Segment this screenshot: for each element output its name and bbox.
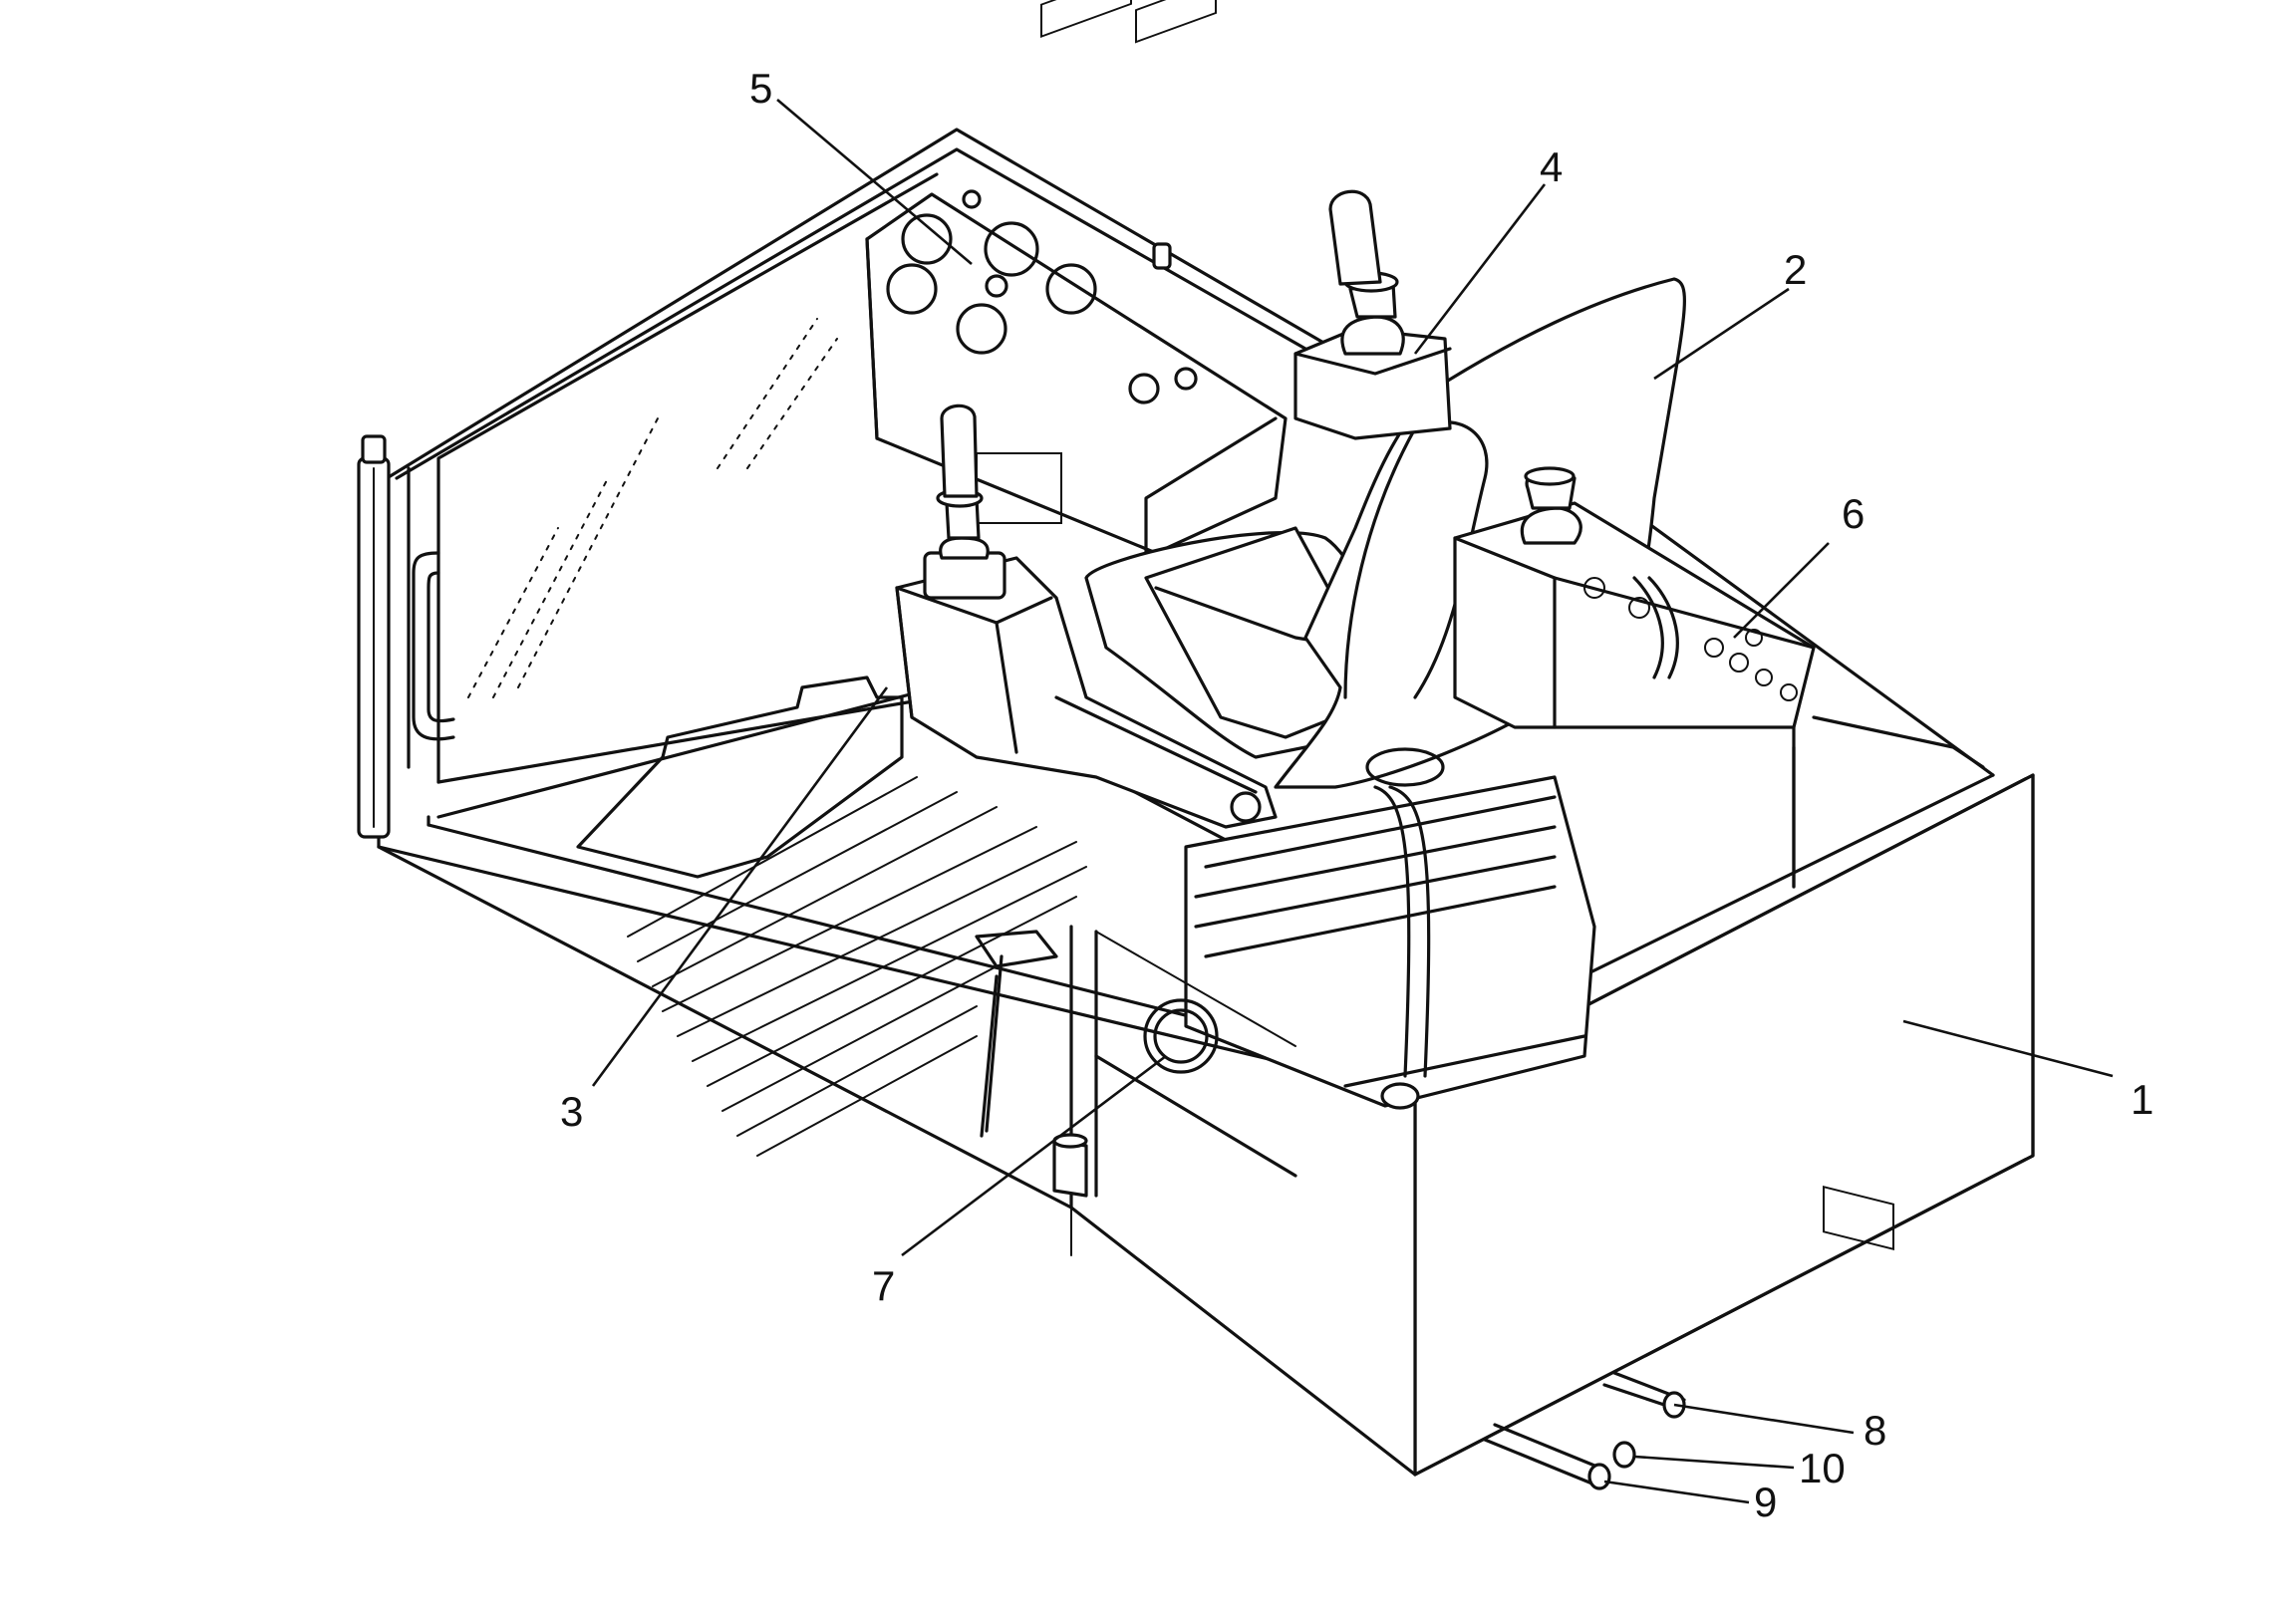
callout-5: 5 <box>749 65 772 112</box>
callout-10: 10 <box>1799 1445 1846 1491</box>
lower-panel <box>1052 925 1297 1210</box>
windshield-frame <box>357 128 1327 839</box>
callout-7: 7 <box>872 1262 895 1309</box>
callout-9: 9 <box>1754 1479 1777 1525</box>
callout-4: 4 <box>1540 143 1563 190</box>
callout-8: 8 <box>1864 1407 1886 1454</box>
callout-3: 3 <box>560 1088 583 1135</box>
callout-2: 2 <box>1784 246 1807 293</box>
left-control-box <box>895 404 1278 829</box>
right-control-console <box>1293 189 1985 1250</box>
callout-1: 1 <box>2131 1076 2153 1123</box>
instrument-console <box>865 0 1288 560</box>
callout-6: 6 <box>1842 490 1865 537</box>
leader-lines <box>591 99 2114 1504</box>
callout-labels: 1 2 3 4 5 6 7 8 9 10 <box>560 65 2153 1525</box>
